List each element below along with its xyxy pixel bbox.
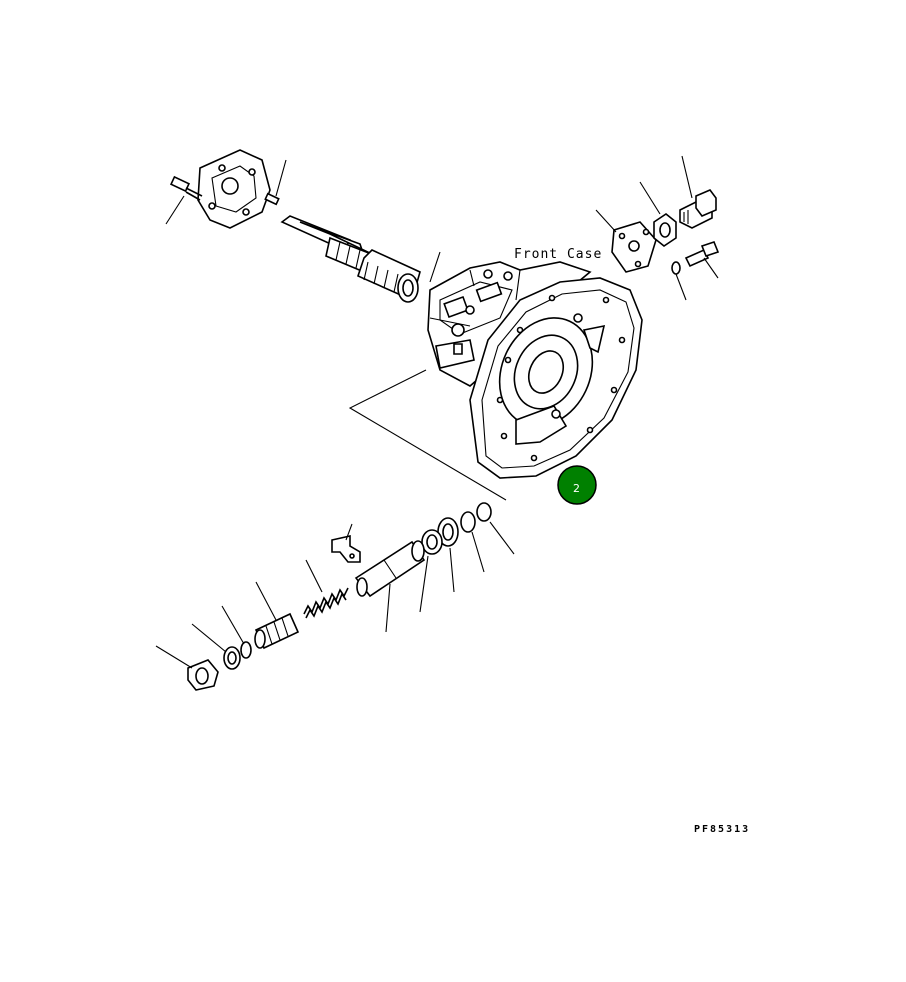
assembly-bracket [348, 369, 507, 501]
leader-line [675, 273, 687, 301]
leader-line [165, 195, 185, 225]
leader-line [305, 559, 323, 593]
callout-marker[interactable]: 2 [557, 465, 597, 505]
leader-line [703, 257, 719, 279]
leader-line [429, 251, 441, 283]
front-case-label: Front Case [514, 247, 602, 262]
leader-line [345, 523, 353, 541]
leader-line [191, 623, 227, 653]
drawing-code: PF85313 [694, 824, 750, 835]
cover-pin [264, 192, 280, 206]
seal-ring [460, 511, 476, 533]
bracket-stop [331, 535, 361, 563]
adapter-flange [611, 221, 657, 273]
bearing [437, 517, 459, 547]
front-case-flange [469, 277, 643, 479]
leader-line [419, 555, 429, 613]
cover-bolt [169, 175, 203, 201]
leader-line [449, 547, 455, 593]
leader-line [639, 181, 661, 215]
hex-nut [653, 213, 677, 247]
washer [223, 646, 241, 670]
leader-line [155, 645, 193, 669]
leader-line [595, 209, 617, 233]
piston-cylinder [254, 612, 300, 650]
leader-line [385, 583, 391, 633]
stud-bolt [684, 241, 720, 268]
leader-line [275, 159, 287, 197]
o-ring-large [476, 502, 492, 522]
callout-number: 2 [573, 482, 580, 495]
collar [421, 529, 443, 555]
leader-line [221, 605, 245, 645]
leader-line [681, 155, 693, 199]
washer-small [671, 261, 681, 275]
cover-plate [197, 149, 271, 229]
spring [303, 587, 349, 619]
tapered-spool [354, 540, 426, 598]
leader-line [255, 581, 277, 621]
callout-circle[interactable] [557, 465, 597, 505]
plug-nut [187, 659, 219, 691]
o-ring-small [240, 641, 252, 659]
hex-bolt [679, 189, 717, 229]
leader-line [471, 531, 485, 573]
leader-line [489, 521, 515, 555]
drive-shaft [280, 215, 421, 303]
